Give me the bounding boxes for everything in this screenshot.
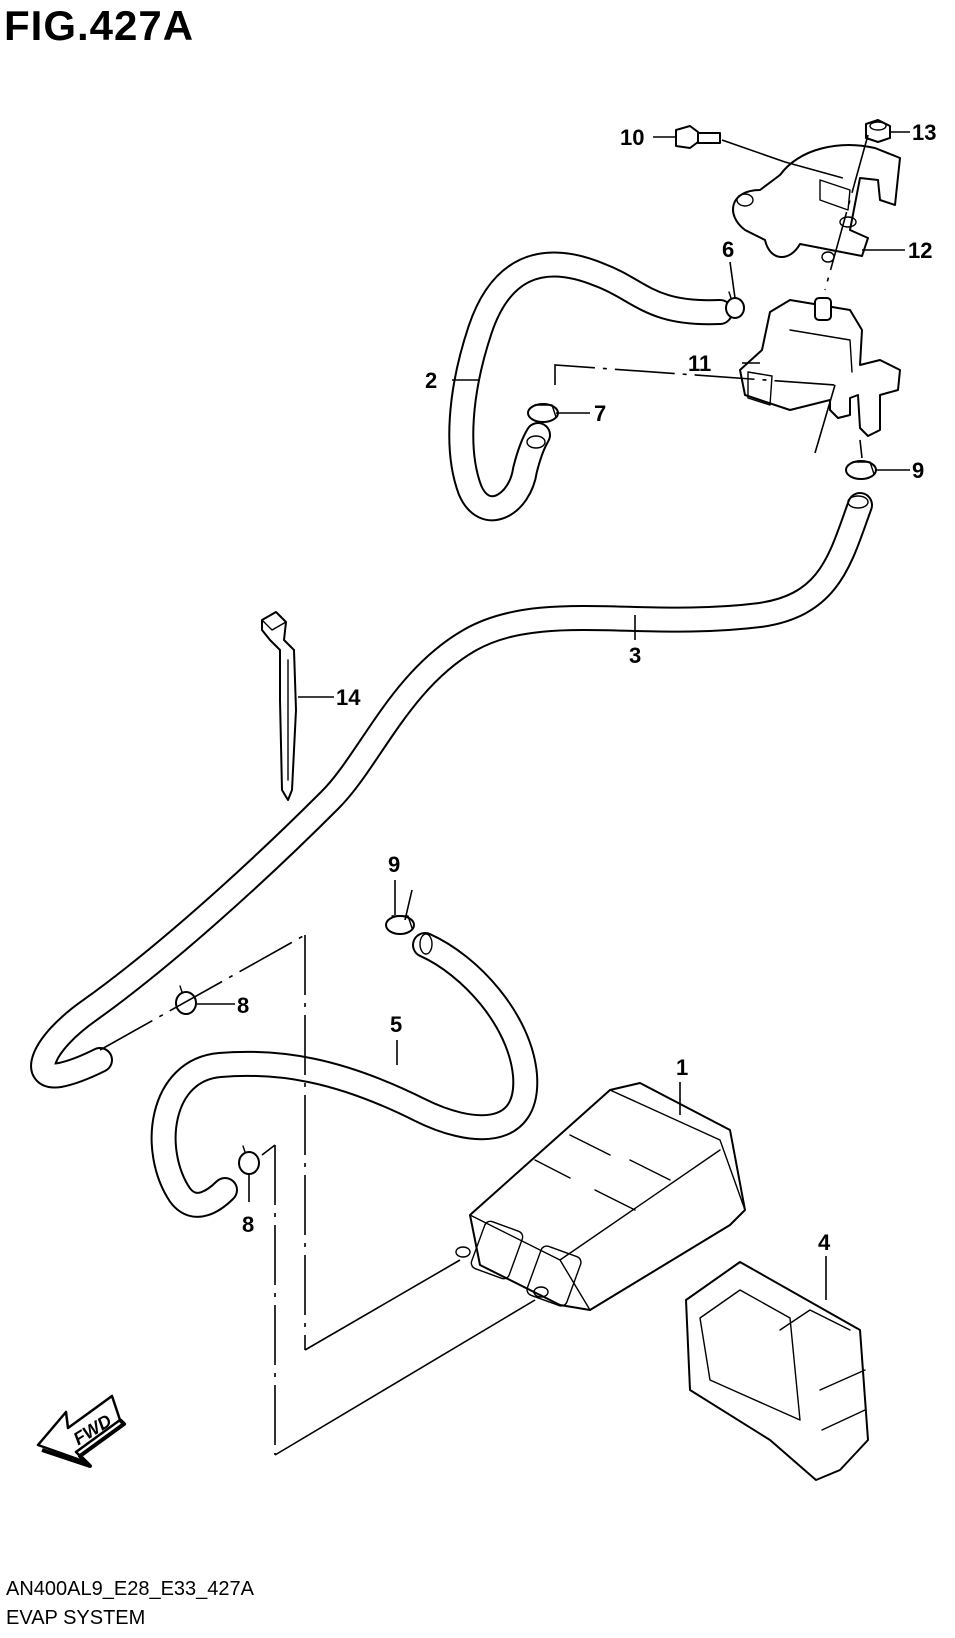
callout-6: 6: [722, 237, 734, 262]
routing-lines: [99, 134, 869, 1456]
callout-9-upper: 9: [912, 458, 924, 483]
callout-4: 4: [818, 1230, 831, 1255]
clamp-part-9-upper[interactable]: [845, 460, 877, 480]
callout-8-upper: 8: [237, 993, 249, 1018]
figure-title: FIG.427A: [4, 2, 195, 49]
bolt-part-10[interactable]: [675, 125, 721, 149]
callout-2: 2: [425, 368, 437, 393]
callout-3: 3: [629, 643, 641, 668]
callout-10: 10: [620, 125, 644, 150]
callout-5: 5: [390, 1012, 402, 1037]
leader-lines: [197, 131, 910, 1300]
nut-part-13[interactable]: [865, 119, 891, 143]
clamp-part-7[interactable]: [527, 403, 559, 423]
bracket-part-12[interactable]: [732, 144, 901, 263]
hose-part-3[interactable]: [30, 492, 873, 1089]
clamp-part-9-lower[interactable]: [385, 915, 415, 935]
holder-part-4[interactable]: [685, 1261, 869, 1481]
cable-tie-part-14[interactable]: [261, 611, 297, 801]
purge-valve-part-11[interactable]: [739, 297, 901, 437]
clamp-part-8-upper[interactable]: [175, 985, 197, 1015]
callout-9-lower: 9: [388, 852, 400, 877]
callout-1: 1: [676, 1055, 688, 1080]
callout-12: 12: [908, 238, 932, 263]
diagram-code: AN400AL9_E28_E33_427A: [6, 1578, 254, 1600]
callout-14: 14: [336, 685, 361, 710]
hose-part-2[interactable]: [448, 251, 733, 522]
callout-13: 13: [912, 120, 936, 145]
callout-11: 11: [688, 351, 711, 376]
callout-labels: 10 13 12 6 11 2 7 9 3 14 9 8 5 1 8 4: [237, 120, 936, 1255]
diagram-title: EVAP SYSTEM: [6, 1607, 146, 1629]
callout-8-lower: 8: [242, 1212, 254, 1237]
callout-7: 7: [594, 401, 606, 426]
clamp-part-8-lower[interactable]: [238, 1145, 260, 1175]
hose-part-5[interactable]: [150, 932, 539, 1218]
fwd-arrow: FWD: [36, 1394, 126, 1468]
canister-part-1[interactable]: [455, 1082, 746, 1311]
